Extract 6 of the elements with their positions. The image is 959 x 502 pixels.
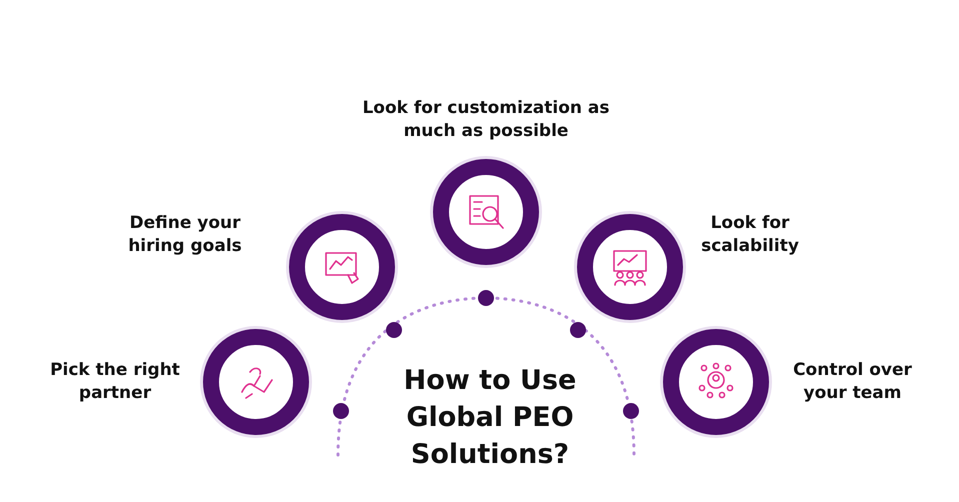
step-label: Control over your team: [792, 359, 913, 405]
center-heading: How to Use Global PEO Solutions?: [402, 364, 578, 472]
step-label: Look for customization as much as possible: [361, 97, 611, 143]
step-label: Pick the right partner: [49, 359, 181, 405]
step-label: Define your hiring goals: [127, 212, 243, 258]
step-label: Look for scalability: [700, 212, 800, 258]
